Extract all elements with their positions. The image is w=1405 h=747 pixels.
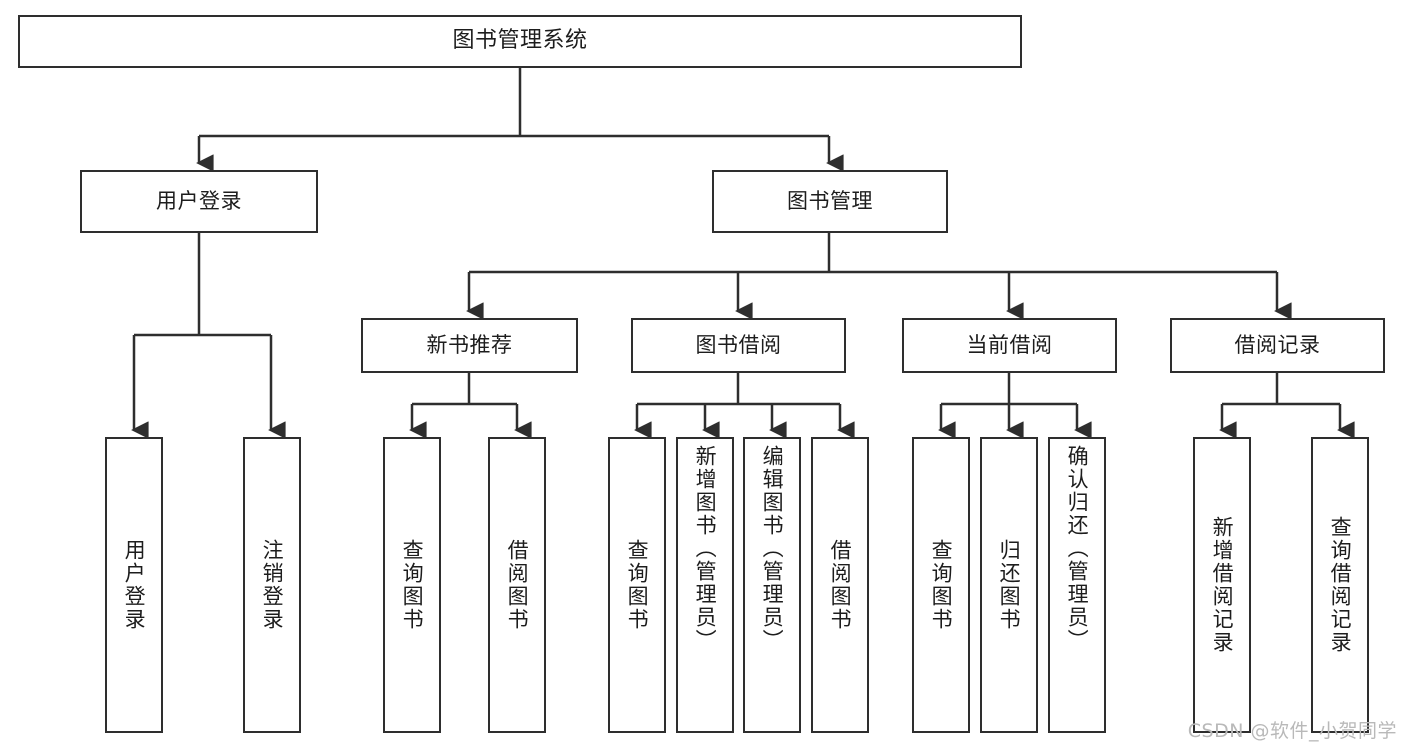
node-leaf-logout[interactable]: 注销登录 bbox=[243, 437, 301, 733]
node-label: 用户登录 bbox=[156, 188, 242, 213]
node-leaf-add-record[interactable]: 新增借阅记录 bbox=[1193, 437, 1251, 733]
node-new-book-recommend[interactable]: 新书推荐 bbox=[361, 318, 578, 373]
node-label: 注销登录 bbox=[260, 539, 285, 631]
node-label: 归还图书 bbox=[997, 539, 1022, 631]
node-user-login[interactable]: 用户登录 bbox=[80, 170, 318, 233]
node-book-management-system[interactable]: 图书管理系统 bbox=[18, 15, 1022, 68]
node-leaf-edit-book[interactable]: 编辑图书（管理员） bbox=[743, 437, 801, 733]
node-label: 借阅记录 bbox=[1234, 332, 1321, 357]
node-label: 查询图书 bbox=[929, 539, 954, 631]
node-book-manage[interactable]: 图书管理 bbox=[712, 170, 948, 233]
node-label: 当前借阅 bbox=[966, 332, 1053, 357]
node-label: 确认归还（管理员） bbox=[1065, 445, 1090, 652]
node-leaf-borrow-book-b[interactable]: 借阅图书 bbox=[811, 437, 869, 733]
node-label: 图书管理系统 bbox=[452, 28, 588, 54]
node-label: 查询图书 bbox=[625, 539, 650, 631]
node-leaf-query-record[interactable]: 查询借阅记录 bbox=[1311, 437, 1369, 733]
csdn-watermark: CSDN @软件_小贺同学 bbox=[1187, 720, 1397, 742]
node-label: 借阅图书 bbox=[828, 539, 853, 631]
node-label: 新书推荐 bbox=[426, 332, 513, 357]
node-borrow-record[interactable]: 借阅记录 bbox=[1170, 318, 1385, 373]
node-label: 图书借阅 bbox=[695, 332, 782, 357]
node-label: 借阅图书 bbox=[505, 539, 530, 631]
node-leaf-query-book-b[interactable]: 查询图书 bbox=[608, 437, 666, 733]
node-label: 新增图书（管理员） bbox=[693, 445, 718, 652]
node-leaf-borrow-book-a[interactable]: 借阅图书 bbox=[488, 437, 546, 733]
node-leaf-add-book[interactable]: 新增图书（管理员） bbox=[676, 437, 734, 733]
node-leaf-confirm-return[interactable]: 确认归还（管理员） bbox=[1048, 437, 1106, 733]
node-current-borrow[interactable]: 当前借阅 bbox=[902, 318, 1117, 373]
node-label: 编辑图书（管理员） bbox=[760, 445, 785, 652]
node-label: 用户登录 bbox=[122, 539, 147, 631]
node-book-borrow[interactable]: 图书借阅 bbox=[631, 318, 846, 373]
node-label: 新增借阅记录 bbox=[1210, 516, 1235, 654]
node-leaf-query-book-a[interactable]: 查询图书 bbox=[383, 437, 441, 733]
node-leaf-query-book-c[interactable]: 查询图书 bbox=[912, 437, 970, 733]
node-label: 查询图书 bbox=[400, 539, 425, 631]
node-leaf-user-login[interactable]: 用户登录 bbox=[105, 437, 163, 733]
node-label: 查询借阅记录 bbox=[1328, 516, 1353, 654]
node-leaf-return-book[interactable]: 归还图书 bbox=[980, 437, 1038, 733]
node-label: 图书管理 bbox=[787, 188, 873, 213]
